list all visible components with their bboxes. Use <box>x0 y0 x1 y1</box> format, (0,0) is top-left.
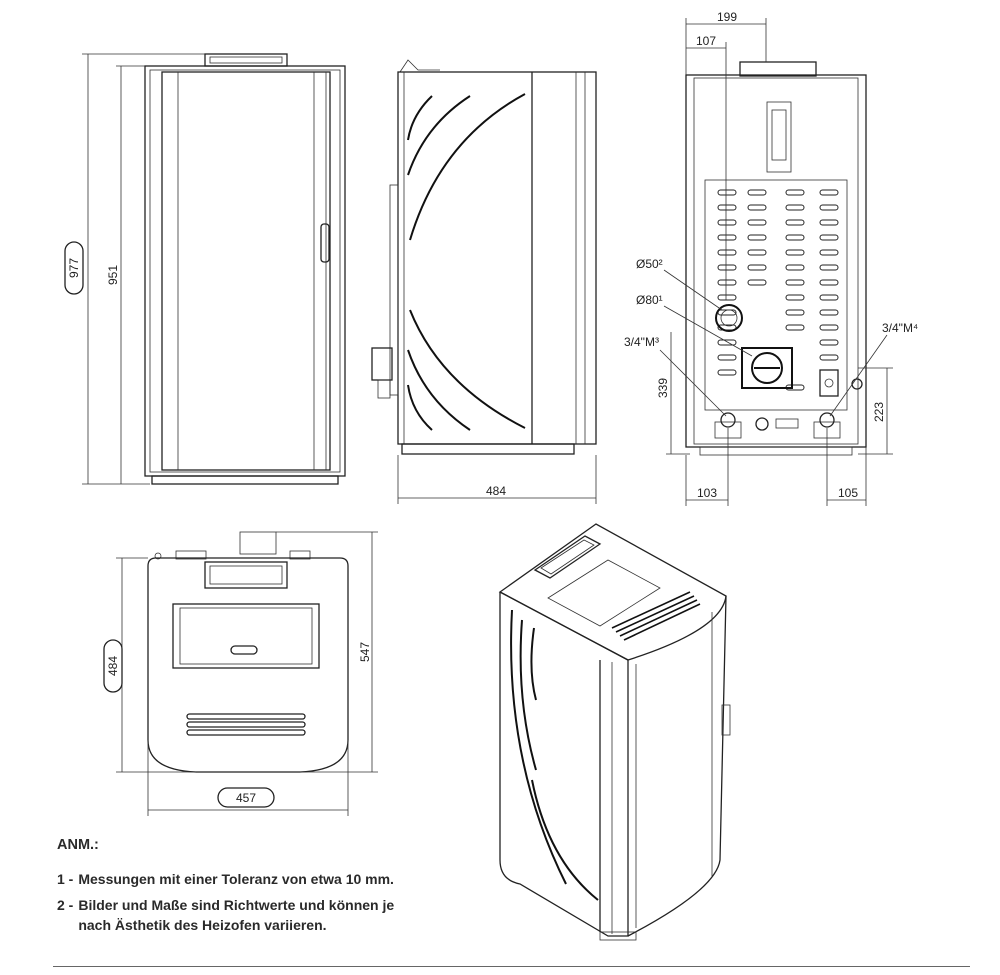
dim-199: 199 <box>717 10 737 24</box>
rear-grille-slots <box>717 189 839 391</box>
top-view: 484 547 457 <box>103 531 378 816</box>
label-flue-diameter: Ø50² <box>636 257 663 271</box>
dim-484-depth: 484 <box>486 484 506 498</box>
dim-105: 105 <box>838 486 858 500</box>
dim-484-top: 484 <box>106 656 120 676</box>
dim-951: 951 <box>106 265 120 285</box>
label-right-fitting: 3/4"M⁴ <box>882 321 918 335</box>
note-text: Bilder und Maße sind Richtwerte und könn… <box>78 897 395 933</box>
front-view: 977 951 <box>64 53 346 485</box>
dim-457: 457 <box>236 791 256 805</box>
dim-223: 223 <box>872 402 886 422</box>
note-item: 1 - Messungen mit einer Toleranz von etw… <box>57 869 477 889</box>
note-text: Messungen mit einer Toleranz von etwa 10… <box>78 871 394 887</box>
dim-339: 339 <box>656 378 670 398</box>
notes-block: ANM.: 1 - Messungen mit einer Toleranz v… <box>57 835 477 935</box>
dim-107: 107 <box>696 34 716 48</box>
side-view: 484 <box>371 59 597 504</box>
note-number: 2 - <box>57 897 74 913</box>
note-item: 2 - Bilder und Maße sind Richtwerte und … <box>57 895 477 935</box>
note-number: 1 - <box>57 871 74 887</box>
notes-heading: ANM.: <box>57 837 99 853</box>
rear-view: 199 107 Ø50² Ø80¹ 3/4"M³ 3/4"M⁴ 339 223 … <box>624 10 918 506</box>
dim-977-badge <box>64 241 84 295</box>
dim-547: 547 <box>358 642 372 662</box>
label-left-fitting: 3/4"M³ <box>624 335 659 349</box>
isometric-view <box>498 523 731 941</box>
air-intake <box>741 347 793 389</box>
flue-outlet <box>715 304 743 332</box>
bottom-rule <box>53 966 970 967</box>
dim-484-top-badge <box>103 639 123 693</box>
label-air-intake-diameter: Ø80¹ <box>636 293 663 307</box>
dim-103: 103 <box>697 486 717 500</box>
dim-457-badge <box>217 787 275 808</box>
dim-977: 977 <box>67 258 81 278</box>
